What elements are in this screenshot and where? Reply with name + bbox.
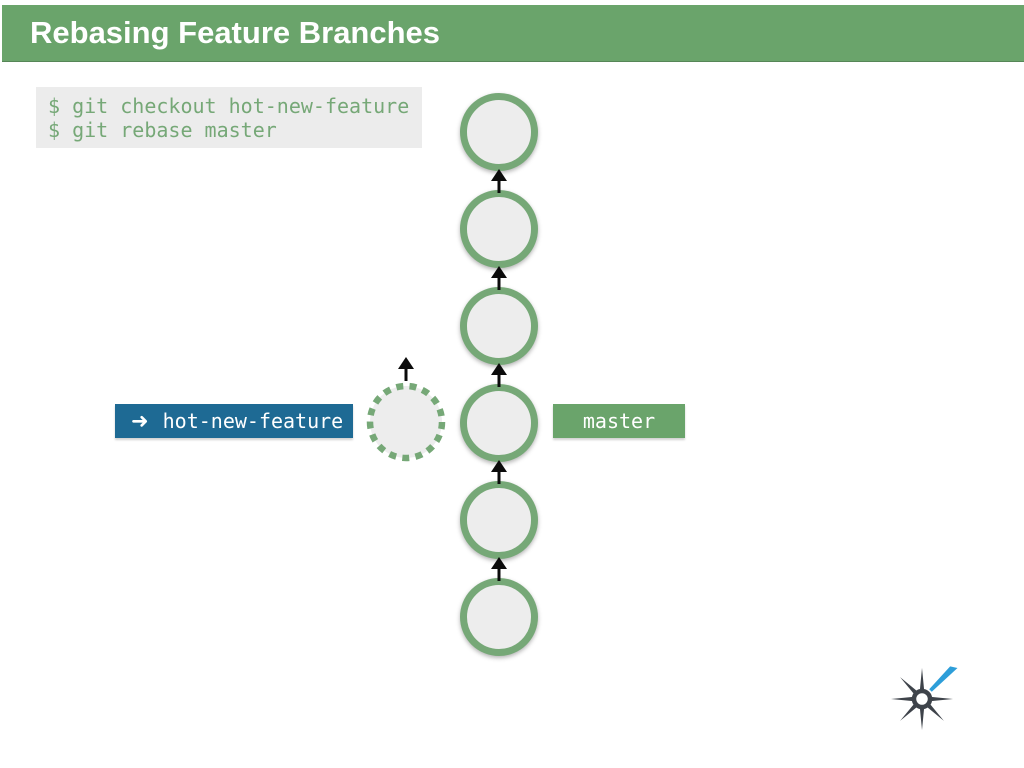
- feature-branch-name: hot-new-feature: [162, 409, 344, 433]
- code-block: $ git checkout hot-new-feature $ git reb…: [36, 87, 422, 148]
- right-arrow-icon: ➜: [131, 409, 149, 433]
- code-line-1: $ git checkout hot-new-feature: [48, 94, 410, 118]
- commit-up-arrow-icon: [491, 557, 507, 581]
- commit-up-arrow-icon: [491, 363, 507, 387]
- slide-title: Rebasing Feature Branches: [30, 15, 441, 50]
- code-line-2: $ git rebase master: [48, 118, 277, 142]
- dashed-commit-node: [366, 382, 446, 462]
- commit-node: [460, 93, 538, 171]
- rebase-up-arrow-icon: [398, 357, 414, 381]
- commit-up-arrow-icon: [491, 266, 507, 290]
- branch-label-hot-new-feature: ➜ hot-new-feature: [115, 404, 353, 438]
- title-bar: Rebasing Feature Branches: [2, 5, 1024, 62]
- commit-node: [460, 384, 538, 462]
- commit-node: [460, 481, 538, 559]
- commit-node: [460, 287, 538, 365]
- master-branch-name: master: [582, 409, 656, 433]
- compass-star-icon: [891, 666, 958, 730]
- commit-node: [460, 578, 538, 656]
- commit-node: [460, 190, 538, 268]
- branch-label-master: master: [553, 404, 685, 438]
- commit-up-arrow-icon: [491, 169, 507, 193]
- commit-up-arrow-icon: [491, 460, 507, 484]
